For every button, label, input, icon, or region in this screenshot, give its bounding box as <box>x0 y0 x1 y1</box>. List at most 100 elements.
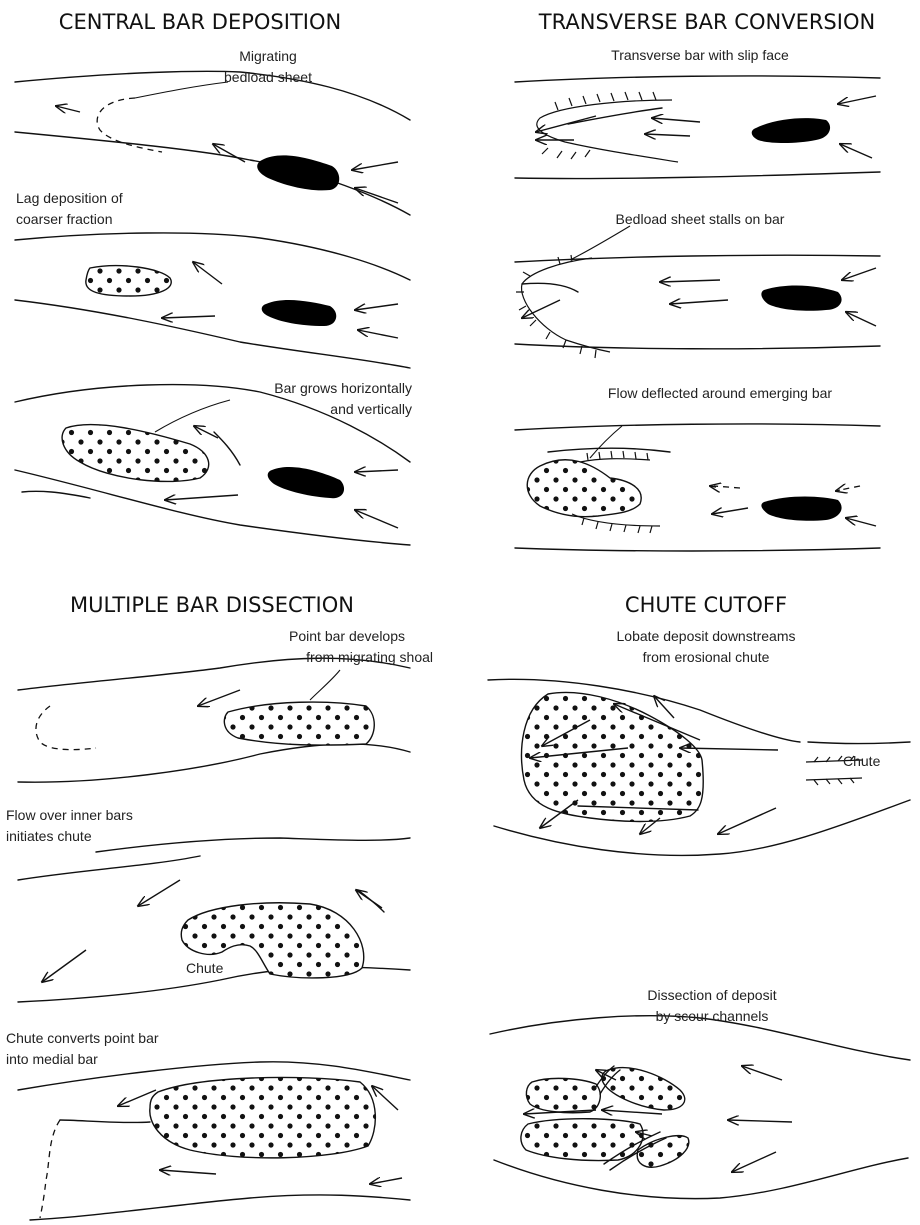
channel-bank-upper <box>15 71 410 120</box>
channel-bank-lower <box>515 344 880 349</box>
label-flow-over-inner-bars: Flow over inner bars <box>6 807 133 823</box>
chute-bank <box>60 1120 150 1123</box>
label-chute-converts: Chute converts point bar <box>6 1030 159 1046</box>
flow-arrow <box>162 316 215 318</box>
panel-title: CHUTE CUTOFF <box>625 593 787 617</box>
label-leader <box>570 226 630 260</box>
channel-bank-upper <box>515 76 880 82</box>
channel-bank-lower <box>30 1195 410 1220</box>
flow-arrow <box>370 1178 402 1184</box>
flow-arrow <box>358 330 398 338</box>
label-into-medial-bar: into medial bar <box>6 1051 98 1067</box>
stage-2: Lag deposition of coarser fraction <box>15 190 410 368</box>
label-lobate-deposit: Lobate deposit downstreams <box>617 628 796 644</box>
label-bedload-sheet: bedload sheet <box>224 69 312 85</box>
label-flow-deflected: Flow deflected around emerging bar <box>608 385 832 401</box>
flow-arrow <box>846 312 876 326</box>
stage-1: Chute Lobate deposit downstreams from er… <box>488 628 910 855</box>
panel-chute-cutoff: CHUTE CUTOFF Chute Lobate deposit downst… <box>488 593 910 1199</box>
channel-bank-upper <box>515 255 880 262</box>
stage-3: Flow deflected around emerging bar <box>515 385 880 551</box>
flow-arrow <box>660 280 720 282</box>
medial-bar <box>150 1077 376 1157</box>
flow-arrow <box>193 262 222 284</box>
central-bar-core <box>262 300 337 326</box>
emerging-bar <box>527 460 641 517</box>
point-bar <box>224 702 374 745</box>
flow-arrow <box>522 300 560 318</box>
flow-arrow <box>602 1110 662 1114</box>
label-migrating-shoal: from migrating shoal <box>306 649 433 665</box>
flow-arrow <box>645 134 690 136</box>
channel-bank-upper <box>15 233 410 280</box>
central-bar-core <box>268 467 344 498</box>
flow-arrow <box>712 508 748 514</box>
flow-arrow <box>840 144 872 158</box>
panel-multiple-bar-dissection: MULTIPLE BAR DISSECTION Point bar develo… <box>6 593 433 1220</box>
flow-arrow <box>355 470 398 472</box>
label-horizontally-vertically: and vertically <box>330 401 412 417</box>
flow-arrow <box>718 808 776 834</box>
flow-path-dashed <box>840 486 860 490</box>
stage-1: Transverse bar with slip face <box>515 47 880 179</box>
channel-bank-fragment <box>22 491 90 498</box>
label-bar-grows: Bar grows horizontally <box>274 380 412 396</box>
flow-arrow <box>742 1066 782 1080</box>
channel-bank-lower <box>515 548 880 551</box>
channel-bank-lower <box>15 470 410 545</box>
flow-arrow <box>42 950 86 982</box>
label-lag-deposition: Lag deposition of <box>16 190 123 206</box>
slip-face-front <box>522 258 610 352</box>
label-transverse-bar: Transverse bar with slip face <box>611 47 789 63</box>
channel-bank-upper-left <box>18 856 200 880</box>
lobate-deposit <box>522 692 704 821</box>
label-migrating: Migrating <box>239 48 297 64</box>
former-bank-outline <box>40 1120 60 1218</box>
flow-arrow <box>710 486 716 487</box>
label-erosional-chute: from erosional chute <box>643 649 770 665</box>
flow-line <box>568 108 662 124</box>
stage-3: Chute converts point bar into medial bar <box>6 1030 410 1220</box>
flow-arrow <box>355 510 398 528</box>
flow-arrow <box>838 96 876 104</box>
flow-arrow <box>842 268 876 280</box>
flow-arrow <box>198 690 240 706</box>
scoured-bar-3 <box>521 1119 643 1161</box>
shoal-outline <box>36 706 96 750</box>
flow-arrow <box>138 880 180 906</box>
panel-title: TRANSVERSE BAR CONVERSION <box>538 10 875 34</box>
flow-arrow <box>536 116 596 132</box>
bar-core <box>761 286 841 311</box>
flow-arrow <box>160 1170 216 1174</box>
flow-arrow <box>372 1086 398 1110</box>
flow-arrow <box>213 144 245 162</box>
flow-arrow <box>670 300 728 304</box>
flow-arrow <box>732 1152 776 1172</box>
panel-title: CENTRAL BAR DEPOSITION <box>59 10 341 34</box>
channel-bank-upper-right <box>808 742 910 744</box>
stage-2: Dissection of deposit by scour channels <box>490 987 910 1199</box>
channel-bank-lower <box>515 172 880 179</box>
scoured-bar-1 <box>526 1078 600 1112</box>
channel-bank-upper-right <box>96 838 410 852</box>
stage-2: Bedload sheet stalls on bar <box>515 211 880 358</box>
flow-arrow <box>352 162 398 170</box>
panel-central-bar-deposition: CENTRAL BAR DEPOSITION Migrating bedload… <box>15 10 412 545</box>
channel-bank-lower <box>15 300 410 368</box>
flow-arrow <box>355 304 398 310</box>
flow-arrow <box>846 518 876 526</box>
label-bedload-stalls: Bedload sheet stalls on bar <box>616 211 785 227</box>
flow-line <box>522 283 578 292</box>
flow-line <box>358 890 384 912</box>
flow-arrow <box>652 118 700 122</box>
flow-arrow <box>165 495 238 500</box>
bar-core <box>752 118 830 143</box>
label-leader <box>155 400 230 432</box>
label-leader <box>590 426 622 458</box>
panel-transverse-bar-conversion: TRANSVERSE BAR CONVERSION Transverse bar… <box>515 10 880 551</box>
label-coarser-fraction: coarser fraction <box>16 211 112 227</box>
flow-path-dashed <box>714 486 740 488</box>
label-leader <box>135 82 228 98</box>
channel-bank-lower <box>494 1158 908 1199</box>
